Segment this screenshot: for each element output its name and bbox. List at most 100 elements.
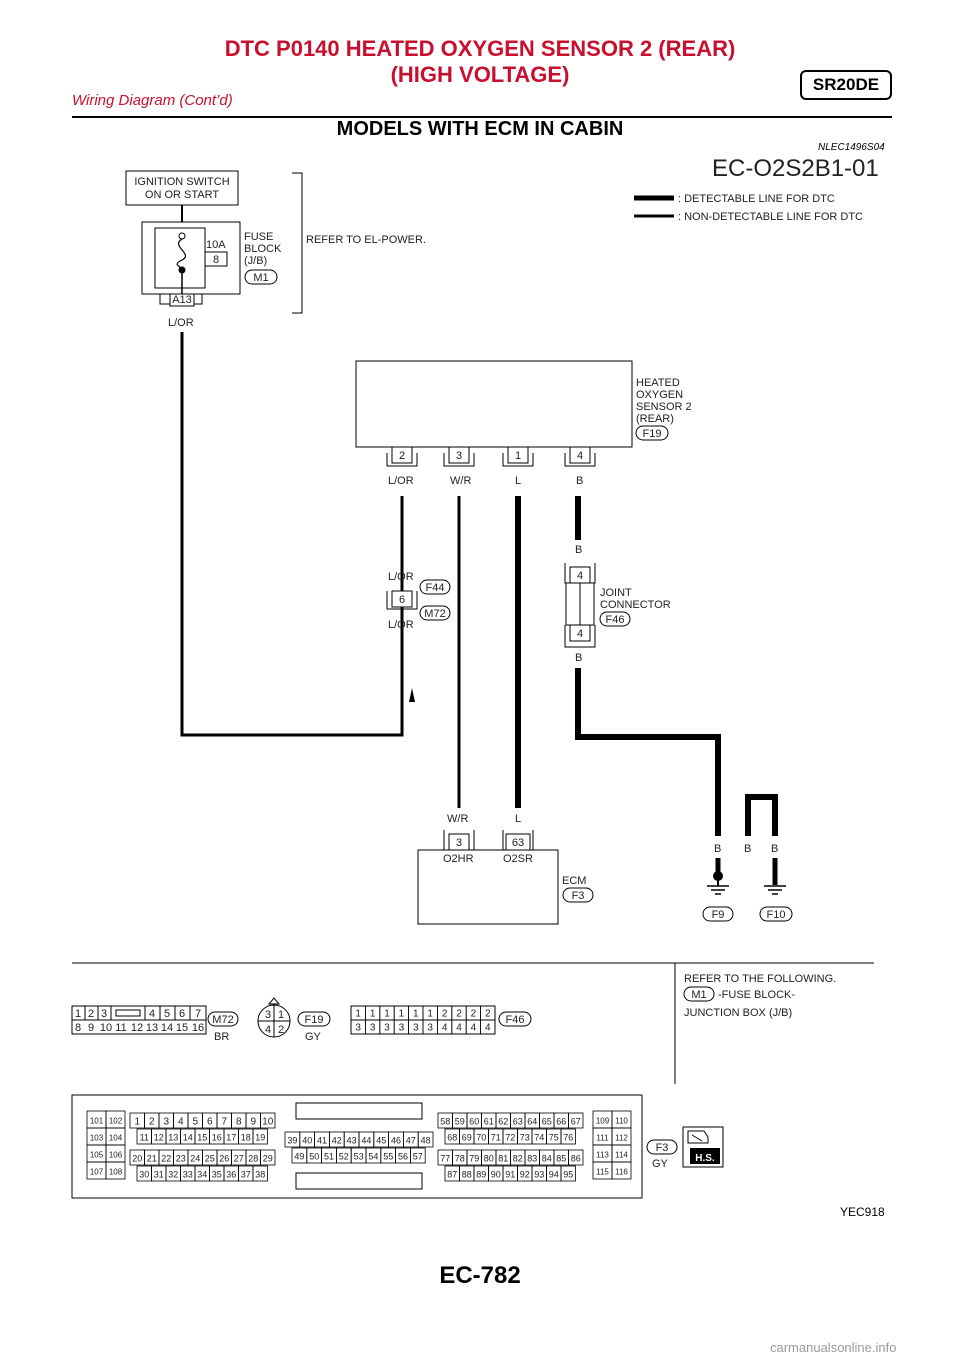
pin-cell: 3	[163, 1117, 169, 1128]
page-title-line1: DTC P0140 HEATED OXYGEN SENSOR 2 (REAR)	[224, 36, 736, 61]
pin-cell: 5	[192, 1117, 198, 1128]
legend-non-detectable: : NON-DETECTABLE LINE FOR DTC	[678, 211, 863, 223]
pin-cell: 111	[596, 1134, 609, 1143]
pin-cell: 4	[178, 1117, 184, 1128]
section-title: MODELS WITH ECM IN CABIN	[336, 118, 624, 140]
sensor-pin-4-label: 4	[577, 450, 583, 462]
pin-cell: 16	[212, 1133, 222, 1143]
svg-text:2: 2	[278, 1024, 284, 1036]
harness-pin: 6	[399, 594, 405, 606]
svg-text:4: 4	[265, 1024, 271, 1036]
pin-cell: 83	[527, 1154, 537, 1164]
connector-view-f19: 3 1 4 2 F19 GY	[257, 997, 331, 1043]
svg-text:1: 1	[278, 1009, 284, 1021]
fuse-amp: 10A	[206, 239, 226, 251]
figure-id: YEC918	[840, 1205, 885, 1219]
pin-cell: 69	[462, 1133, 472, 1143]
refer-line2: -FUSE BLOCK-	[718, 989, 795, 1001]
pin-cell: 103	[90, 1134, 104, 1143]
pin-cell: 88	[462, 1170, 472, 1180]
fuse-number: 8	[213, 254, 219, 266]
sensor-pin-3-label: 3	[456, 450, 462, 462]
f19-id: F19	[305, 1014, 324, 1026]
pin-cell: 76	[563, 1133, 573, 1143]
pin-cell: 37	[241, 1170, 251, 1180]
watermark: carmanualsonline.info	[770, 1340, 897, 1355]
pin-cell: 4	[442, 1023, 448, 1034]
pin-cell: 6	[207, 1117, 213, 1128]
pin-cell: 49	[294, 1152, 304, 1162]
m72-color: BR	[214, 1031, 229, 1043]
pin-cell: 3	[355, 1023, 361, 1034]
pin-cell: 110	[615, 1117, 628, 1126]
pin-cell: 78	[455, 1154, 465, 1164]
pin-cell: 89	[476, 1170, 486, 1180]
harness-connector-f44-m72: L/OR 6 L/OR F44 M72	[386, 571, 451, 631]
pin-cell: 84	[542, 1154, 552, 1164]
ecm-label: ECM	[562, 875, 586, 887]
pin-cell: 56	[398, 1152, 408, 1162]
ecm: W/R L 3 63 O2HR O2SR ECM F3	[417, 813, 594, 925]
pin-cell: 40	[302, 1136, 312, 1146]
pin-cell: 108	[109, 1168, 123, 1177]
svg-text:13: 13	[146, 1022, 158, 1034]
pin-cell: 25	[205, 1154, 215, 1164]
harness-conn-f44: F44	[426, 582, 445, 594]
svg-text:9: 9	[88, 1022, 94, 1034]
fuse-block-label1: FUSE	[244, 231, 273, 243]
pin-cell: 112	[615, 1134, 628, 1143]
pin-cell: 60	[469, 1117, 479, 1127]
pin-cell: 102	[109, 1117, 123, 1126]
pin-cell: 45	[376, 1136, 386, 1146]
pin-cell: 58	[440, 1117, 450, 1127]
harness-conn-m72: M72	[424, 608, 445, 620]
pin-cell: 12	[154, 1133, 164, 1143]
pin-cell: 32	[168, 1170, 178, 1180]
pin-cell: 66	[556, 1117, 566, 1127]
pin-cell: 62	[498, 1117, 508, 1127]
fuse-terminal-top	[178, 232, 186, 240]
pin-cell: 3	[413, 1023, 419, 1034]
ground-f9-icon	[707, 878, 729, 895]
pin-cell: 64	[527, 1117, 537, 1127]
sensor-pin-2-label: 2	[399, 450, 405, 462]
svg-text:1: 1	[75, 1008, 81, 1020]
pin-cell: 19	[255, 1133, 265, 1143]
sensor-label4: (REAR)	[636, 413, 674, 425]
pin-cell: 53	[354, 1152, 364, 1162]
pin-cell: 41	[317, 1136, 327, 1146]
page-title-line2: (HIGH VOLTAGE)	[390, 62, 570, 87]
pin-cell: 3	[384, 1023, 390, 1034]
joint-connector-id: F46	[606, 614, 625, 626]
svg-text:5: 5	[164, 1008, 170, 1020]
arrow-up-icon	[409, 688, 415, 702]
sensor-pin-3: 3	[443, 446, 475, 467]
f46-id: F46	[506, 1014, 525, 1026]
pin-cell: 15	[197, 1133, 207, 1143]
pin-cell: 70	[476, 1133, 486, 1143]
joint-pin-bottom: 4	[577, 628, 583, 640]
fuse-icon	[176, 238, 186, 270]
pin-cell: 106	[109, 1151, 123, 1160]
pin-cell: 67	[571, 1117, 581, 1127]
pin-cell: 14	[183, 1133, 193, 1143]
joint-label1: JOINT	[600, 587, 632, 599]
ignition-line1: IGNITION SWITCH	[134, 176, 229, 188]
pin-cell: 36	[226, 1170, 236, 1180]
pin-cell: 59	[455, 1117, 465, 1127]
pin-cell: 10	[262, 1117, 274, 1128]
pin-cell: 115	[596, 1168, 609, 1177]
header-rule	[72, 116, 892, 118]
sensor-label1: HEATED	[636, 377, 680, 389]
sensor-wire-b: B	[576, 475, 583, 487]
pin-cell: 26	[219, 1154, 229, 1164]
pin-cell: 3	[370, 1023, 376, 1034]
pin-cell: 77	[440, 1154, 450, 1164]
pin-cell: 29	[263, 1154, 273, 1164]
pin-cell: 2	[149, 1117, 155, 1128]
pin-cell: 9	[250, 1117, 256, 1128]
pin-cell: 55	[383, 1152, 393, 1162]
pin-cell: 33	[183, 1170, 193, 1180]
